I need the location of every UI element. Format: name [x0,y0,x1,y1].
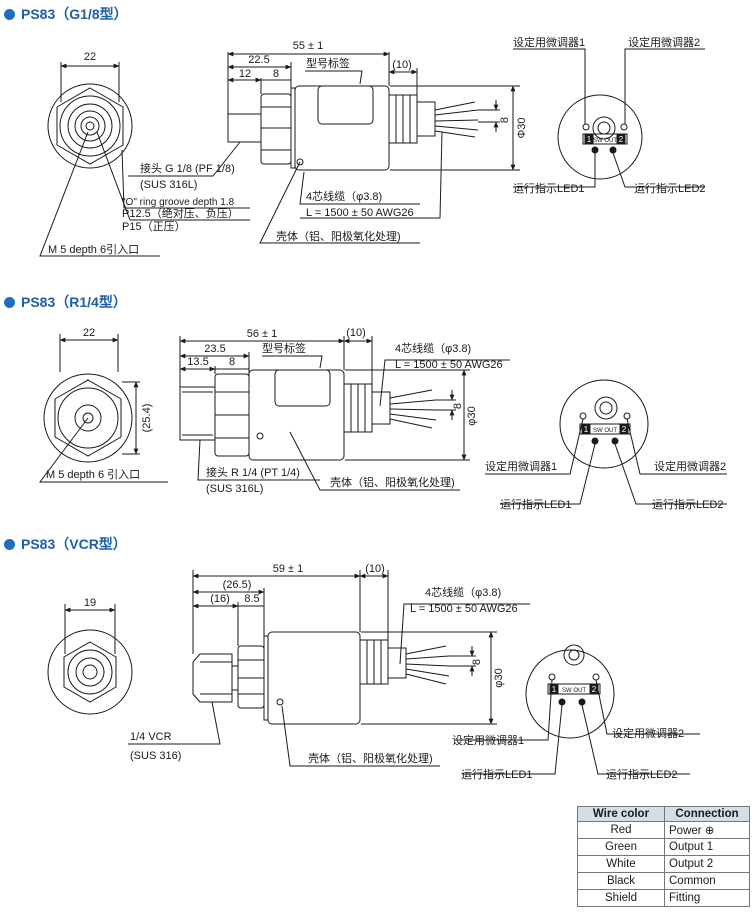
label-adj1: 设定用微调器1 [485,459,557,473]
label-vcr-mat: (SUS 316) [130,750,181,762]
wire-color-table: Wire color Connection Red Power ⊕ Green … [577,806,750,907]
dim-d30: φ30 [466,406,478,425]
dim-l1: 23.5 [204,343,225,355]
table-header-row: Wire color Connection [577,806,750,822]
label-connector: 接头 R 1/4 (PT 1/4) [206,466,300,479]
dim-l3: 8 [273,68,279,80]
bullet-icon [4,296,15,308]
dim-cable-out: (10) [365,563,385,575]
label-housing: 壳体（铝、阳极氧化处理) [330,475,455,489]
wire-color-cell: Green [577,838,665,856]
label-nameplate: 型号标签 [306,56,350,70]
label-adj1: 设定用微调器1 [513,35,585,49]
dim-l2: 13.5 [187,356,208,368]
label-housing: 壳体（铝、阳极氧化处理) [276,229,401,243]
connection-cell: Output 2 [664,855,750,873]
section-title-r14: PS83（R1/4型） [4,292,127,312]
dim-diameter: 22 [83,327,95,339]
label-vcr: 1/4 VCR [130,731,172,743]
dim-l2: 12 [239,68,251,80]
dim-length: 59 ± 1 [273,563,304,575]
label-led2: 运行指示LED2 [652,497,724,511]
label-adj2: 设定用微调器2 [628,35,700,49]
table-row: Green Output 1 [577,838,750,856]
label-oring: "O" ring groove depth 1.8 [122,197,235,208]
table-row: White Output 2 [577,855,750,873]
dim-diameter: 19 [84,597,96,609]
swout-label: SW OUT [593,138,617,144]
label-inlet: M 5 depth 6 引入口 [46,467,140,481]
wire-color-cell: Shield [577,889,665,907]
pin-2: 2 [592,685,597,694]
label-adj2: 设定用微调器2 [612,726,684,740]
dim-length: 55 ± 1 [293,40,324,52]
label-led1: 运行指示LED1 [500,497,572,511]
dim-8: 8 [499,117,511,123]
label-led2: 运行指示LED2 [606,767,678,781]
drawing-g18: 22 55 ± 1 22.5 12 8 (10) 8 Φ30 型号标签 接头 G… [39,35,706,257]
dim-8: 8 [471,659,483,665]
wire-color-cell: Black [577,872,665,890]
dim-hex: (25.4) [141,404,153,433]
label-p15: P15（正压） [122,220,186,233]
pin-1: 1 [587,135,592,144]
label-led1: 运行指示LED1 [461,767,533,781]
pin-2: 2 [619,135,624,144]
dim-d30: φ30 [493,668,505,687]
table-row: Shield Fitting [577,889,750,907]
pin-1: 1 [584,425,589,434]
label-nameplate: 型号标签 [262,341,306,355]
label-inlet: M 5 depth 6引入口 [48,242,139,256]
dim-l1: (26.5) [223,579,252,591]
label-housing: 壳体（铝、阳极氧化处理) [308,751,433,765]
dim-l1: 22.5 [248,54,269,66]
label-cable: 4芯线缆（φ3.8) [306,189,382,203]
drawing-vcr: 19 59 ± 1 (26.5) (16) 8.5 (10) 8 φ30 4芯线… [47,563,700,781]
label-connector-mat: (SUS 316L) [206,483,263,495]
table-row: Red Power ⊕ [577,821,750,839]
dim-d30: Φ30 [516,117,528,138]
pin-2: 2 [622,425,627,434]
dim-diameter: 22 [84,51,96,63]
label-adj1: 设定用微调器1 [452,733,524,747]
dim-length: 56 ± 1 [247,328,278,340]
table-row: Black Common [577,872,750,890]
label-cable-spec: L = 1500 ± 50 AWG26 [410,603,518,615]
label-connector: 接头 G 1/8 (PF 1/8) [140,162,235,175]
label-cable-spec: L = 1500 ± 50 AWG26 [395,359,503,371]
label-p125: P12.5（绝对压、负压） [122,206,239,220]
swout-label: SW OUT [562,688,586,694]
connection-cell: Fitting [664,889,750,907]
label-led1: 运行指示LED1 [513,181,585,195]
connection-cell: Common [664,872,750,890]
bullet-icon [4,8,15,20]
label-cable: 4芯线缆（φ3.8) [425,585,501,599]
wire-color-cell: White [577,855,665,873]
wire-color-cell: Red [577,821,665,839]
section-title-vcr: PS83（VCR型） [4,534,127,554]
swout-label: SW OUT [593,428,617,434]
label-cable: 4芯线缆（φ3.8) [395,341,471,355]
label-adj2: 设定用微调器2 [654,459,726,473]
dim-8: 8 [452,403,464,409]
section-title-g18: PS83（G1/8型） [4,4,128,24]
label-connector-mat: (SUS 316L) [140,179,197,191]
label-cable-spec: L = 1500 ± 50 AWG26 [306,207,414,219]
dim-l2: (16) [210,593,230,605]
header-connection: Connection [664,806,750,822]
connection-cell: Output 1 [664,838,750,856]
pin-1: 1 [552,685,557,694]
dim-l3: 8 [229,356,235,368]
label-led2: 运行指示LED2 [634,181,706,195]
dim-l3: 8.5 [244,593,259,605]
drawing-r14: 22 56 ± 1 23.5 13.5 8 (10) 8 φ30 (25.4) … [39,327,727,511]
dim-cable-out: (10) [392,59,412,71]
connection-cell: Power ⊕ [664,821,750,839]
bullet-icon [4,538,15,550]
header-wire-color: Wire color [577,806,665,822]
dim-cable-out: (10) [346,327,366,339]
